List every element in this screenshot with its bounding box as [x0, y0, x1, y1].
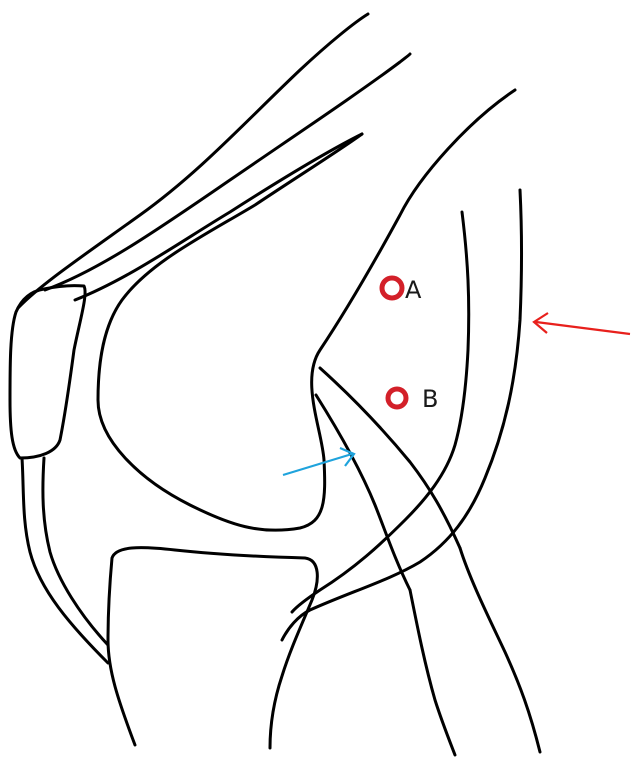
- femoral-condyle: [98, 90, 515, 530]
- thigh-outline-middle: [45, 54, 410, 290]
- marker-b-label: B: [422, 385, 438, 413]
- quadriceps-tendon-line: [75, 134, 362, 300]
- hamstring-line-left: [410, 590, 455, 755]
- tibia: [108, 548, 317, 748]
- patella: [10, 286, 85, 458]
- marker-b: B: [388, 385, 438, 413]
- red-arrow-shaft: [536, 322, 630, 334]
- hamstring-line-right: [460, 548, 540, 752]
- knee-outline: [10, 14, 540, 755]
- marker-a-ring: [382, 278, 402, 298]
- blue-arrow: [283, 448, 354, 475]
- patellar-tendon-inner: [43, 458, 108, 645]
- marker-a-label: A: [405, 276, 422, 304]
- marker-a: A: [382, 276, 422, 304]
- red-arrow: [534, 313, 630, 334]
- blue-arrow-shaft: [283, 454, 352, 475]
- marker-b-ring: [388, 389, 406, 407]
- gastrocnemius-head: [292, 212, 469, 612]
